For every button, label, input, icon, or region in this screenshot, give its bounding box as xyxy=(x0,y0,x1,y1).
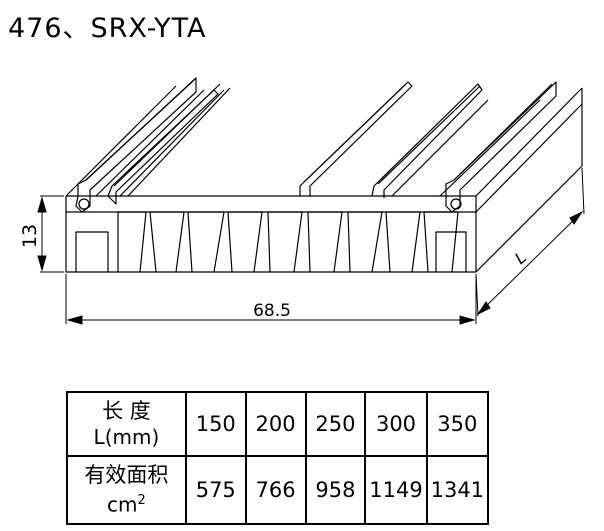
front-fins xyxy=(75,211,467,273)
length-header-label: 长 度 xyxy=(102,398,151,423)
drawing-title: 476、SRX-YTA xyxy=(8,13,207,44)
specification-table: 长 度 L(mm) 150 200 250 300 350 有效面积 cm2 5… xyxy=(66,391,490,526)
front-face-outline xyxy=(65,196,477,273)
length-cell: 150 xyxy=(184,391,247,457)
width-label: 68.5 xyxy=(253,301,291,321)
length-header-unit: L(mm) xyxy=(93,424,160,449)
left-rails xyxy=(75,77,231,213)
area-header-cell: 有效面积 cm2 xyxy=(66,454,187,526)
height-label: 13 xyxy=(19,224,41,248)
length-header-cell: 长 度 L(mm) xyxy=(66,391,187,457)
length-label: L xyxy=(511,248,530,268)
length-cell: 200 xyxy=(244,391,307,457)
length-cell: 350 xyxy=(425,391,490,457)
screw-hole-right xyxy=(450,198,462,210)
area-cell: 575 xyxy=(184,454,247,526)
area-cell: 958 xyxy=(304,454,367,526)
table-row-area: 有效面积 cm2 575 766 958 1149 1341 xyxy=(66,454,490,526)
length-cell: 250 xyxy=(304,391,367,457)
right-rails xyxy=(371,81,557,213)
height-dimension xyxy=(37,195,64,273)
length-dimension xyxy=(475,167,585,317)
area-cell: 1149 xyxy=(364,454,428,526)
area-header-label: 有效面积 xyxy=(84,463,169,488)
screw-hole-left xyxy=(78,198,90,210)
middle-rail xyxy=(299,81,413,196)
table-row-length: 长 度 L(mm) 150 200 250 300 350 xyxy=(66,391,490,457)
area-header-unit-wrap: cm2 xyxy=(68,488,185,518)
area-cell: 1341 xyxy=(425,454,490,526)
area-header-unit: cm xyxy=(107,492,138,517)
area-header-sup: 2 xyxy=(137,493,146,509)
length-cell: 300 xyxy=(364,391,428,457)
area-cell: 766 xyxy=(244,454,307,526)
